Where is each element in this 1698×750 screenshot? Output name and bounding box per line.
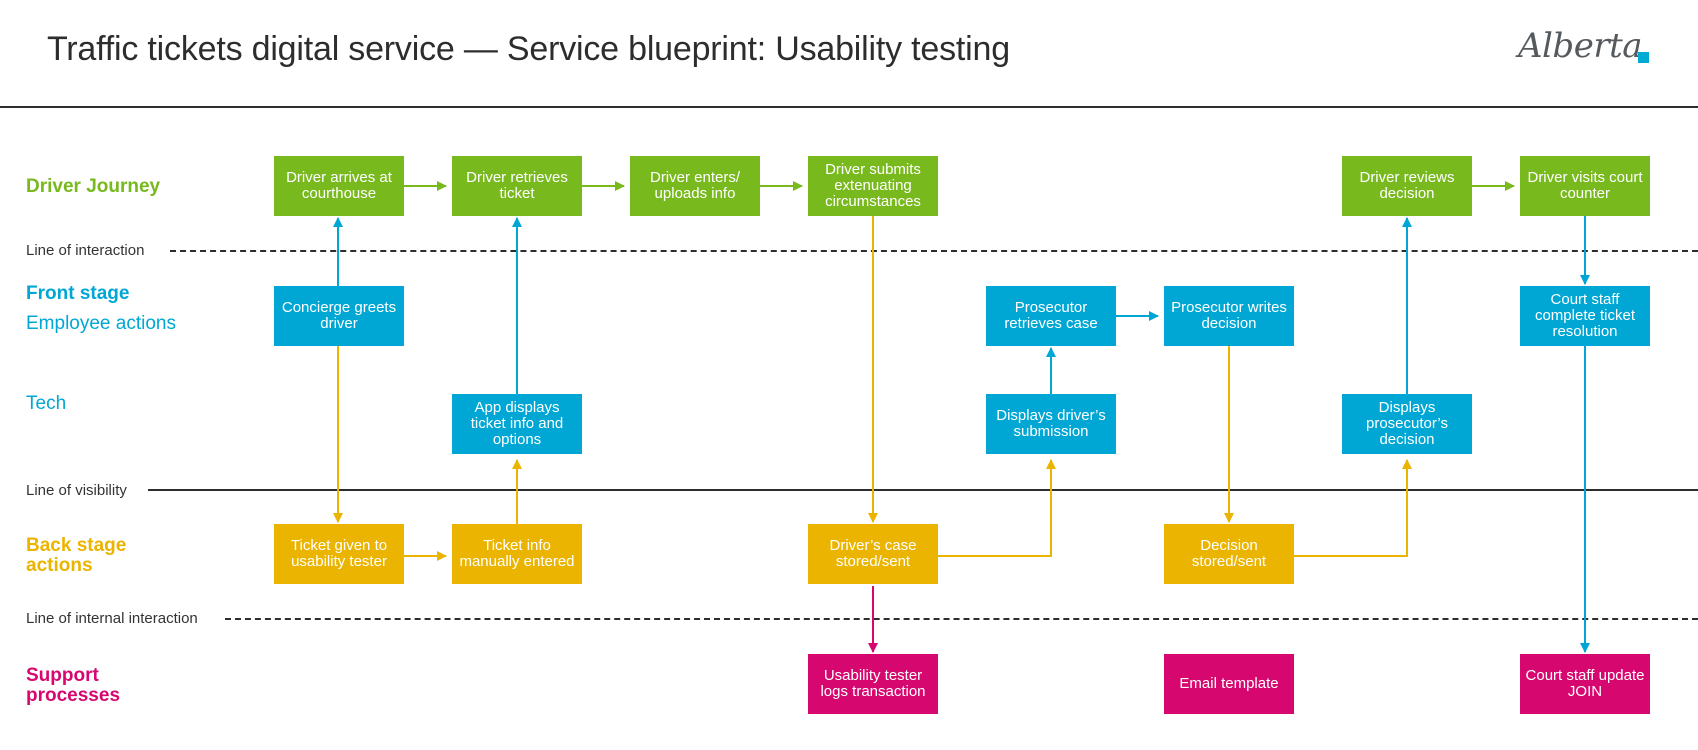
lane-driver-journey: Driver Journey — [26, 176, 161, 197]
box-tester-logs: Usability tester logs transaction — [808, 654, 938, 714]
box-court-staff-complete: Court staff complete ticket resolution — [1520, 286, 1650, 346]
box-ticket-given: Ticket given to usability tester — [274, 524, 404, 584]
line-of-internal-interaction-label: Line of internal interaction — [26, 610, 198, 627]
lane-employee-actions: Employee actions — [26, 313, 176, 334]
lane-back-stage: Back stage actions — [26, 535, 127, 576]
box-decision-stored: Decision stored/sent — [1164, 524, 1294, 584]
box-case-stored: Driver’s case stored/sent — [808, 524, 938, 584]
box-ticket-info-entered: Ticket info manually entered — [452, 524, 582, 584]
line-of-internal-interaction — [225, 618, 1698, 620]
line-of-interaction — [170, 250, 1698, 252]
box-driver-visits-counter: Driver visits court counter — [1520, 156, 1650, 216]
arrow-case-to-displays — [938, 459, 1056, 557]
box-driver-reviews: Driver reviews decision — [1342, 156, 1472, 216]
box-concierge: Concierge greets driver — [274, 286, 404, 346]
box-email-template: Email template — [1164, 654, 1294, 714]
logo-square-icon — [1638, 52, 1649, 63]
page-title: Traffic tickets digital service — Servic… — [47, 30, 1010, 68]
box-displays-submission: Displays driver’s submission — [986, 394, 1116, 454]
box-prosecutor-writes: Prosecutor writes decision — [1164, 286, 1294, 346]
box-driver-enters-info: Driver enters/ uploads info — [630, 156, 760, 216]
box-app-displays: App displays ticket info and options — [452, 394, 582, 454]
box-displays-decision: Displays prosecutor’s decision — [1342, 394, 1472, 454]
lane-front-stage: Front stage — [26, 283, 130, 304]
lane-tech: Tech — [26, 393, 67, 414]
header-divider — [0, 106, 1698, 108]
line-of-interaction-label: Line of interaction — [26, 242, 145, 259]
alberta-logo: Alberta — [1518, 26, 1643, 66]
arrow-decision-to-displays — [1294, 459, 1412, 557]
line-of-visibility — [148, 489, 1698, 491]
box-driver-arrives: Driver arrives at courthouse — [274, 156, 404, 216]
box-prosecutor-retrieves: Prosecutor retrieves case — [986, 286, 1116, 346]
lane-support: Support processes — [26, 665, 121, 706]
box-driver-submits: Driver submits extenuating circumstances — [808, 156, 938, 216]
box-driver-retrieves-ticket: Driver retrieves ticket — [452, 156, 582, 216]
line-of-visibility-label: Line of visibility — [26, 482, 127, 499]
box-court-update: Court staff update JOIN — [1520, 654, 1650, 714]
